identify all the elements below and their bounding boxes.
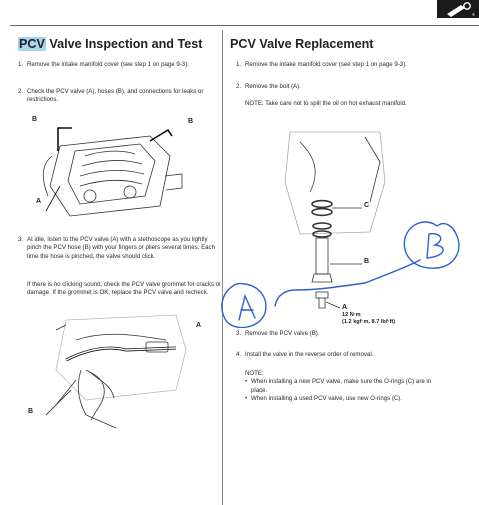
inspection-note: If there is no clicking sound, check the…: [27, 281, 222, 297]
note-item: When installing a used PCV valve, use ne…: [245, 395, 445, 404]
notes-list: When installing a new PCV valve, make su…: [245, 378, 445, 403]
replacement-step-4: 4. Install the valve in the reverse orde…: [236, 351, 374, 358]
replacement-step-1: 1. Remove the intake manifold cover (see…: [236, 61, 407, 68]
replacement-notes: NOTE: When installing a new PCV valve, m…: [245, 370, 445, 403]
torque-spec-alt: (1.2 kgf·m, 8.7 lbf·ft): [342, 319, 396, 325]
fig1-label-b-left: B: [32, 116, 38, 123]
fig1-label-b-right: B: [188, 118, 194, 125]
column-divider: [222, 30, 223, 505]
note-item: When installing a new PCV valve, make su…: [245, 378, 445, 395]
fig1-label-a: A: [36, 198, 42, 205]
replacement-step-2: 2. Remove the bolt (A).: [236, 83, 301, 90]
fig3-label-a: A: [342, 304, 348, 311]
engine-figure: [42, 127, 183, 217]
replacement-heading: PCV Valve Replacement: [230, 37, 374, 51]
fig3-label-c: C: [364, 202, 370, 209]
inspection-step-2: 2. Check the PCV valve (A), hoses (B), a…: [18, 88, 204, 104]
handwritten-annotations: [221, 221, 460, 328]
heading-highlight: PCV: [18, 37, 46, 51]
inspection-heading: PCV Valve Inspection and Test: [18, 37, 203, 51]
notes-title: NOTE:: [245, 370, 264, 377]
tool-icon: ®: [447, 2, 475, 17]
fig2-label-a: A: [196, 322, 202, 329]
fig2-label-b: B: [28, 408, 34, 415]
inspection-step-1: 1. Remove the intake manifold cover (see…: [18, 61, 189, 68]
svg-text:®: ®: [472, 12, 475, 17]
inspection-step-3: 3. At idle, listen to the PCV valve (A) …: [18, 236, 215, 260]
replacement-note: NOTE: Take care not to spill the oil on …: [245, 100, 407, 107]
header-rule: [10, 25, 479, 26]
replacement-step-3: 3. Remove the PCV valve (B).: [236, 330, 320, 337]
fig3-label-b: B: [364, 258, 370, 265]
pcv-valve-figure: [284, 131, 386, 309]
section-badge: ®: [437, 0, 479, 18]
hose-pinch-figure: [45, 314, 187, 429]
torque-spec-nm: 12 N·m: [342, 312, 361, 318]
